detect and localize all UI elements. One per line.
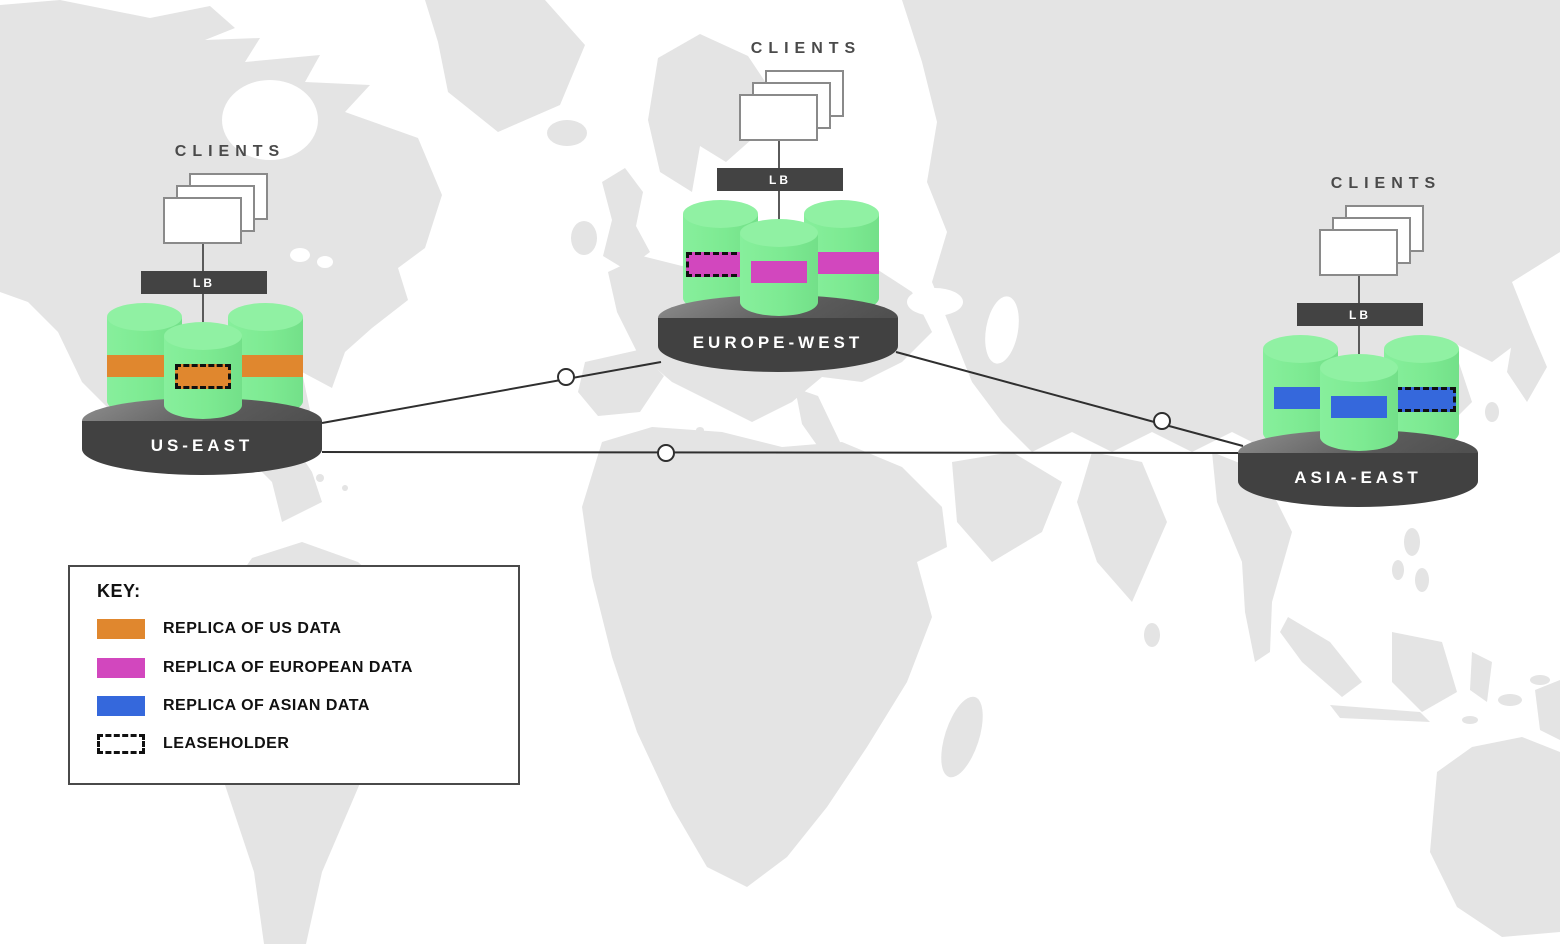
replica-stripe-us	[107, 355, 182, 377]
client-window	[739, 94, 818, 141]
japan	[1507, 317, 1547, 402]
leaseholder-stripe-us	[175, 364, 231, 389]
db-node-top	[804, 200, 879, 228]
legend-title: KEY:	[97, 581, 141, 601]
united-kingdom	[602, 168, 650, 270]
clients-label: CLIENTS	[174, 143, 286, 160]
replica-stripe-asia	[1331, 396, 1387, 418]
asian-replica-swatch	[97, 696, 145, 716]
client-stack	[1319, 205, 1453, 278]
lb-label: LB	[769, 172, 791, 187]
clients-to-lb-line	[778, 141, 780, 168]
leaseholder-swatch	[97, 734, 145, 754]
lb-to-nodes-line	[778, 191, 780, 221]
sri-lanka	[1144, 623, 1160, 647]
java	[1330, 705, 1430, 722]
link-midpoint-dot	[557, 368, 575, 386]
region-platform: US-EAST	[82, 398, 322, 478]
client-window	[163, 197, 242, 244]
link-europe-asia	[895, 351, 1244, 447]
load-balancer: LB	[1297, 303, 1423, 326]
legend: KEY: REPLICA OF US DATA REPLICA OF EUROP…	[68, 565, 520, 785]
client-stack	[163, 173, 297, 246]
replica-stripe-us	[228, 355, 303, 377]
leaseholder-stripe-asia	[1387, 387, 1456, 412]
italy	[795, 388, 840, 458]
ireland	[571, 221, 597, 255]
australia	[1430, 737, 1560, 937]
us-replica-swatch	[97, 619, 145, 639]
link-us-asia	[321, 451, 1241, 454]
borneo	[1392, 632, 1457, 712]
clients-to-lb-line	[202, 244, 204, 271]
new-guinea	[1535, 680, 1560, 740]
client-window	[1319, 229, 1398, 276]
db-node-top	[1263, 335, 1338, 363]
madagascar	[941, 696, 983, 778]
lb-to-nodes-line	[1358, 326, 1360, 356]
region-label: US-EAST	[150, 436, 254, 455]
region-label: EUROPE-WEST	[692, 333, 864, 352]
platform-body	[658, 318, 898, 372]
clients-label: CLIENTS	[1330, 175, 1442, 192]
db-node-top	[1384, 335, 1459, 363]
legend-item-label: REPLICA OF ASIAN DATA	[163, 697, 370, 714]
db-node	[740, 219, 818, 316]
lb-label: LB	[193, 275, 215, 290]
iceland	[547, 120, 587, 146]
db-node-top	[228, 303, 303, 331]
db-node	[1320, 354, 1398, 451]
legend-item: REPLICA OF EUROPEAN DATA	[97, 658, 413, 678]
region-label: ASIA-EAST	[1294, 468, 1422, 487]
arabia	[952, 452, 1062, 562]
db-node-top	[164, 322, 242, 350]
indochina	[1212, 452, 1292, 662]
replica-stripe-asia	[1274, 387, 1327, 409]
legend-item-label: REPLICA OF US DATA	[163, 620, 342, 637]
scandinavia	[648, 34, 772, 192]
db-node-top	[107, 303, 182, 331]
link-us-europe	[321, 361, 662, 424]
region-platform: EUROPE-WEST	[658, 295, 898, 375]
legend-item-label: REPLICA OF EUROPEAN DATA	[163, 659, 413, 676]
region-asia-east: CLIENTS LB ASIA-EAST	[1236, 170, 1480, 515]
replica-stripe-europe	[751, 261, 807, 283]
lb-to-nodes-line	[202, 294, 204, 324]
replica-stripe-europe	[804, 252, 879, 274]
region-europe-west: CLIENTS LB EUROPE-WEST	[656, 35, 900, 380]
legend-item: REPLICA OF US DATA	[97, 619, 341, 639]
european-replica-swatch	[97, 658, 145, 678]
db-node	[164, 322, 242, 419]
hudson-bay	[222, 80, 318, 160]
iberia	[578, 350, 664, 416]
caspian-sea	[985, 296, 1019, 364]
india	[1077, 452, 1167, 602]
legend-item: LEASEHOLDER	[97, 734, 289, 754]
db-node-top	[740, 219, 818, 247]
db-node-top	[1320, 354, 1398, 382]
load-balancer: LB	[141, 271, 267, 294]
region-us-east: CLIENTS LB US-EAST	[80, 138, 324, 483]
sulawesi	[1470, 652, 1492, 702]
db-node-top	[683, 200, 758, 228]
sumatra	[1280, 617, 1362, 697]
black-sea	[907, 288, 963, 316]
lb-label: LB	[1349, 307, 1371, 322]
platform-body	[82, 421, 322, 475]
clients-label: CLIENTS	[750, 40, 862, 57]
greenland	[425, 0, 585, 132]
region-platform: ASIA-EAST	[1238, 430, 1478, 510]
link-midpoint-dot	[657, 444, 675, 462]
legend-item: REPLICA OF ASIAN DATA	[97, 696, 370, 716]
legend-item-label: LEASEHOLDER	[163, 735, 290, 752]
platform-body	[1238, 453, 1478, 507]
philippines	[1404, 528, 1420, 556]
load-balancer: LB	[717, 168, 843, 191]
clients-to-lb-line	[1358, 276, 1360, 303]
africa	[582, 427, 947, 887]
client-stack	[739, 70, 873, 143]
link-midpoint-dot	[1153, 412, 1171, 430]
